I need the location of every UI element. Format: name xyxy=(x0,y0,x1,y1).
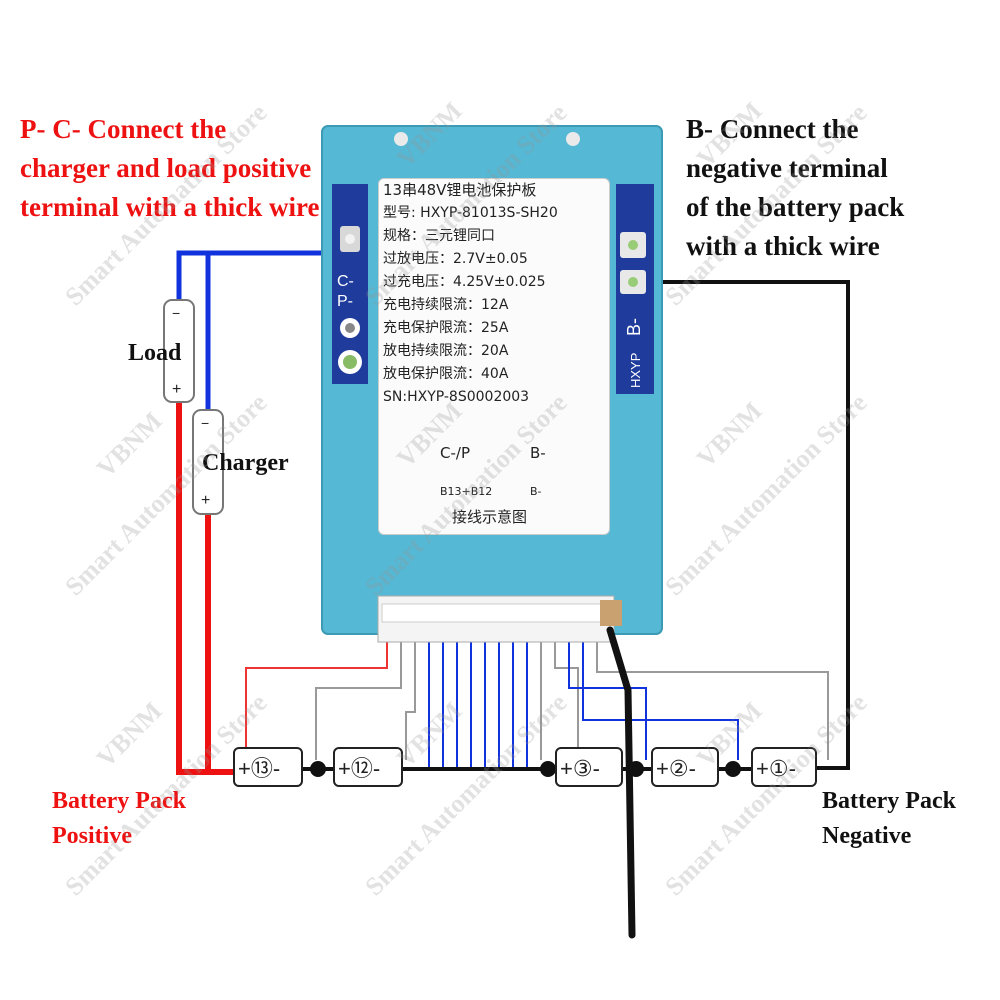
load-label: Load xyxy=(128,340,182,366)
load-plus-terminal: + xyxy=(172,381,181,398)
spec-sticker: 13串48V锂电池保护板 型号: HXYP-81013S-SH20 规格：三元锂… xyxy=(378,178,610,535)
cell-3 xyxy=(555,747,623,787)
battery-negative-label: Battery Pack Negative xyxy=(822,784,956,854)
battery-negative-line-1: Battery Pack xyxy=(822,788,956,814)
charger-minus-terminal: − xyxy=(201,415,209,431)
diagram-b13-b12-label: B13+B12 xyxy=(440,485,493,498)
sticker-line-discharge-protect: 放电保护限流：40A xyxy=(383,366,509,382)
c-minus-label: C- xyxy=(337,273,354,290)
sticker-line-spec: 规格：三元锂同口 xyxy=(383,228,495,244)
b-connect-line-3: of the battery pack xyxy=(686,192,905,222)
battery-negative-line-2: Negative xyxy=(822,823,912,849)
sticker-line-model: 型号: HXYP-81013S-SH20 xyxy=(383,205,558,221)
b-connect-line-1: B- Connect the xyxy=(686,114,859,144)
b-connect-line-2: negative terminal xyxy=(686,153,888,183)
diagram-b-minus-bottom-label: B- xyxy=(530,485,542,498)
cell-13-label: +⑬- xyxy=(238,756,280,781)
pc-connect-line-3: terminal with a thick wire xyxy=(20,192,320,222)
cell-13 xyxy=(233,747,303,787)
diagram-cp-label: C-/P xyxy=(440,444,470,462)
load-minus-terminal: − xyxy=(172,305,180,321)
diagram-caption: 接线示意图 xyxy=(452,508,528,526)
hxyp-board-label: HXYP xyxy=(628,353,643,388)
sticker-line-overdischarge: 过放电压：2.7V±0.05 xyxy=(383,251,528,267)
pc-connect-annotation: P- C- Connect the charger and load posit… xyxy=(20,110,319,227)
charger-label: Charger xyxy=(202,450,289,476)
sticker-line-sn: SN:HXYP-8S0002003 xyxy=(383,389,530,405)
sticker-line-overcharge: 过充电压：4.25V±0.025 xyxy=(383,274,546,290)
load-device xyxy=(163,299,195,403)
battery-positive-line-1: Battery Pack xyxy=(52,788,186,814)
charger-device xyxy=(192,409,224,515)
cell-1 xyxy=(751,747,817,787)
red-positive-wires xyxy=(176,400,234,775)
sticker-line-charge-continuous: 充电持续限流：12A xyxy=(383,297,509,313)
sticker-line-discharge-continuous: 放电持续限流：20A xyxy=(383,343,509,359)
battery-positive-line-2: Positive xyxy=(52,823,132,849)
balance-wires xyxy=(245,640,829,768)
diagram-b-minus-label: B- xyxy=(530,444,546,462)
sticker-line-title: 13串48V锂电池保护板 xyxy=(383,181,537,199)
charger-plus-terminal: + xyxy=(201,492,210,509)
b-minus-board-label: B- xyxy=(624,318,644,336)
b-connect-annotation: B- Connect the negative terminal of the … xyxy=(686,110,904,266)
pc-connect-line-1: P- C- Connect the xyxy=(20,114,227,144)
cell-1-label: +①- xyxy=(756,756,796,781)
cell-12-label: +⑫- xyxy=(338,756,380,781)
cell-3-label: +③- xyxy=(560,756,600,781)
p-minus-label: P- xyxy=(337,293,353,310)
sticker-line-charge-protect: 充电保护限流：25A xyxy=(383,320,509,336)
pc-connect-line-2: charger and load positive xyxy=(20,153,312,183)
black-b-minus-wire xyxy=(640,280,850,770)
cell-12 xyxy=(333,747,403,787)
b-connect-line-4: with a thick wire xyxy=(686,231,880,261)
blue-negative-wires xyxy=(176,250,348,410)
battery-positive-label: Battery Pack Positive xyxy=(52,784,186,854)
black-lead-wire xyxy=(606,626,636,939)
cell-2 xyxy=(651,747,719,787)
cell-links xyxy=(302,761,752,777)
cell-2-label: +②- xyxy=(656,756,696,781)
